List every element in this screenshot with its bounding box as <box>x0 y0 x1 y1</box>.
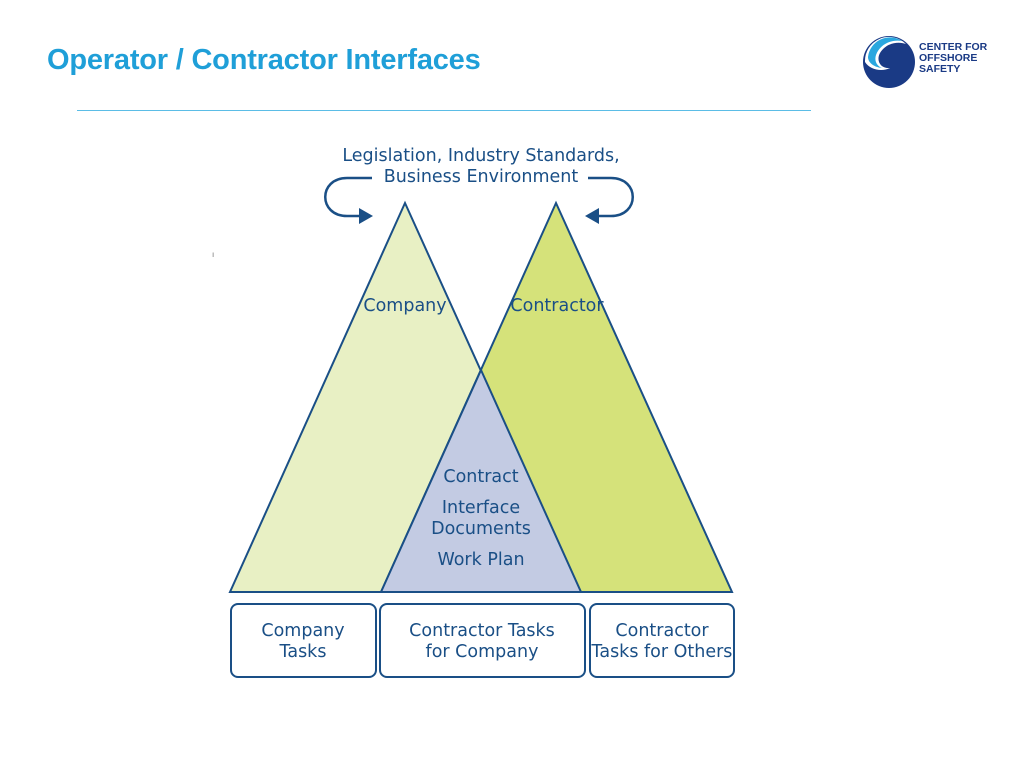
contractor-triangle-label: Contractor <box>510 296 604 316</box>
title-divider <box>77 110 811 111</box>
overlap-label-line: Work Plan <box>437 550 524 570</box>
overlap-label-line: Documents <box>431 519 531 539</box>
contractor-tasks-for-company-label-line: Contractor Tasks <box>409 621 555 641</box>
company-tasks-label-line: Company <box>261 621 344 641</box>
external-factors-label-line: Legislation, Industry Standards, <box>342 146 619 166</box>
logo-line: SAFETY <box>919 63 961 75</box>
overlap-region <box>379 367 583 593</box>
right-curved-arrow-icon <box>585 176 634 224</box>
overlap-label-line: Interface <box>442 498 520 518</box>
logo-line: CENTER FOR <box>919 41 988 53</box>
external-factors-label-line: Business Environment <box>384 167 579 187</box>
overlap-label-line: Contract <box>443 467 518 487</box>
company-triangle-label: Company <box>363 296 446 316</box>
contractor-tasks-for-company-box <box>379 603 586 678</box>
logo-line: OFFSHORE <box>919 52 978 64</box>
stray-mark: ı <box>212 250 215 259</box>
company-tasks-label-line: Tasks <box>279 642 327 662</box>
center-for-offshore-safety-logo: CENTER FOR OFFSHORE SAFETY <box>862 31 992 89</box>
page-title: Operator / Contractor Interfaces <box>47 44 481 76</box>
company-tasks-box <box>230 603 377 678</box>
contractor-tasks-for-others-box <box>589 603 735 678</box>
left-curved-arrow-icon <box>324 176 373 224</box>
wave-logo-icon <box>863 36 915 88</box>
contractor-tasks-for-others-label-line: Contractor <box>615 621 709 641</box>
contractor-tasks-for-others-label-line: Tasks for Others <box>591 642 733 662</box>
logo-wordmark: CENTER FOR OFFSHORE SAFETY <box>919 42 987 75</box>
contractor-tasks-for-company-label-line: for Company <box>426 642 539 662</box>
